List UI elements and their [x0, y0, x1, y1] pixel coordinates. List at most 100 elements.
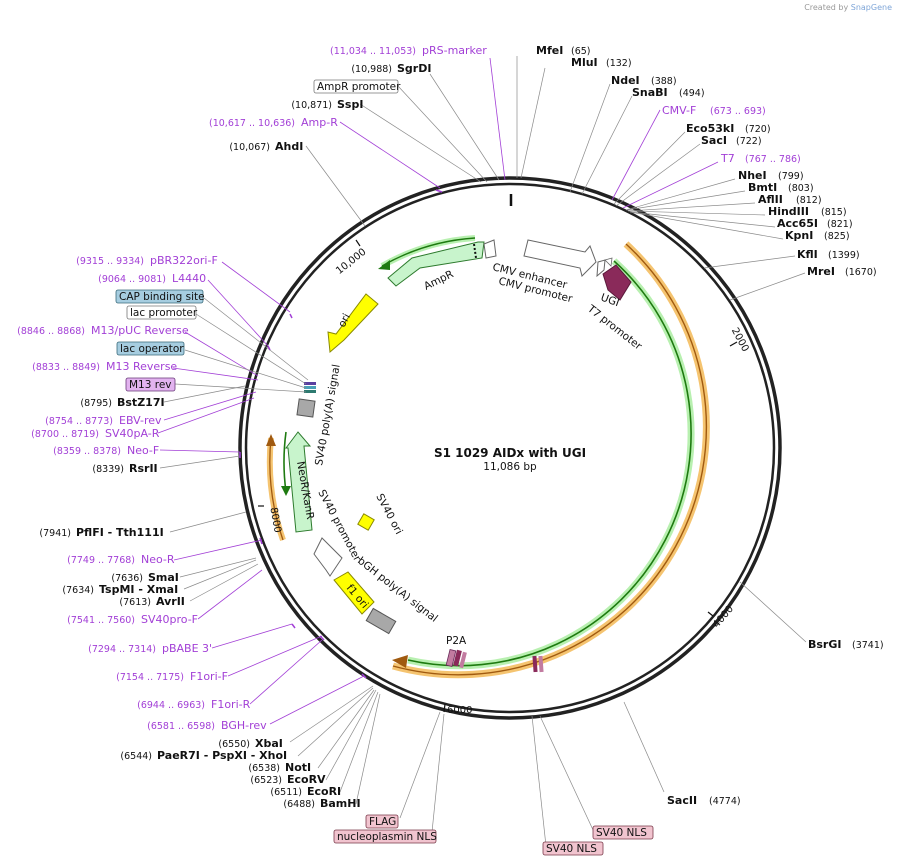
leader-noti [317, 689, 375, 769]
orf-arc-orange-core [392, 243, 708, 676]
primer-tick-pbr322 [289, 313, 293, 319]
box-ampr-promoter: AmpR promoter [313, 79, 401, 94]
primer-pos: (6581 .. 6598) [147, 721, 215, 732]
feature-sv40-ori [357, 513, 375, 531]
site-name: KpnI [785, 229, 813, 242]
primer-pos: (8846 .. 8868) [17, 326, 85, 337]
primer-tick-bgh [361, 673, 367, 679]
box-bg [125, 377, 176, 392]
site-pos: (1670) [845, 267, 877, 278]
primer-pos: (767 .. 786) [745, 154, 801, 165]
site-kpni: KpnI (825) [785, 229, 850, 242]
site-mfei: MfeI (65) [536, 44, 591, 57]
site-name: EcoRI [307, 785, 341, 798]
primer-bgh-rev: (6581 .. 6598) BGH-rev [147, 719, 267, 732]
site-ecori: (6511) EcoRI [270, 785, 341, 798]
site-ahdi: (10,067) AhdI [229, 140, 303, 153]
backbone-outer [238, 176, 782, 720]
site-pos: (799) [778, 171, 804, 182]
leader-rsrii [159, 455, 241, 469]
primer-pos: (10,617 .. 10,636) [209, 118, 295, 129]
leader-mlui [520, 67, 546, 179]
box-nucleoplasmin-nls: nucleoplasmin NLS [333, 829, 437, 844]
site-eco53ki: Eco53kI (720) [686, 122, 771, 135]
leader-amp-r [339, 121, 441, 189]
orf-arrow-head [392, 655, 408, 668]
box-sv40-nls-left: SV40 NLS [542, 841, 604, 856]
leader-ndei [569, 83, 611, 193]
primer-pbr322ori-f: (9315 .. 9334) pBR322ori-F [76, 254, 218, 267]
site-pos: (6550) [218, 739, 250, 750]
site-name: Acc65I [777, 217, 818, 230]
primer-name: BGH-rev [221, 719, 267, 732]
plasmid-name: S1 1029 AIDx with UGI [434, 446, 586, 460]
leader-sgrdi [429, 73, 500, 181]
feature-cap-block [304, 390, 316, 393]
site-pos: (6488) [283, 799, 315, 810]
site-mrei: MreI (1670) [807, 265, 877, 278]
feature-sv40-nls-a [532, 655, 538, 673]
leader-avrii [189, 563, 259, 602]
feature-sv40-promoter [313, 537, 343, 577]
leader-sspi [359, 103, 482, 183]
feature-ampr-promoter [483, 239, 497, 259]
leader-xbai [289, 685, 374, 743]
site-name: SnaBI [632, 86, 668, 99]
leader-saci [615, 143, 701, 207]
site-pos: (10,067) [229, 142, 270, 153]
site-pos: (3741) [852, 640, 884, 651]
site-pos: (10,988) [351, 64, 392, 75]
primer-pos: (8359 .. 8378) [53, 446, 121, 457]
primer-sv40pa-r: (8700 .. 8719) SV40pA-R [31, 427, 160, 440]
site-name: SspI [337, 98, 363, 111]
leader-cmv-f [611, 109, 661, 201]
box-label: AmpR promoter [317, 81, 401, 93]
feature-label-sv40-polya: SV40 poly(A) signal [313, 363, 343, 466]
box-label: M13 rev [129, 379, 172, 391]
leader-m13puc [184, 331, 259, 377]
feature-lac-promoter-block [304, 386, 316, 389]
primer-name: EBV-rev [119, 414, 162, 427]
feature-cmv-enhancer [523, 239, 597, 277]
leader-bmti [626, 190, 746, 211]
site-pos: (1399) [828, 250, 860, 261]
primer-neo-f: (8359 .. 8378) Neo-F [53, 444, 159, 457]
leader-acc65i [629, 211, 776, 228]
site-pos: (7634) [62, 585, 94, 596]
site-pos: (4774) [709, 796, 741, 807]
ring-tick-6000: 6000 [447, 705, 472, 716]
primer-name: F1ori-R [211, 698, 251, 711]
primer-pos: (8833 .. 8849) [32, 362, 100, 373]
left-arc-green-arrow [281, 486, 291, 496]
feature-ampr [387, 241, 485, 287]
primer-amp-r: (10,617 .. 10,636) Amp-R [209, 116, 338, 129]
site-pos: (388) [651, 76, 677, 87]
feature-label-ori: ori [336, 312, 353, 330]
primer-pos: (7154 .. 7175) [116, 672, 184, 683]
box-sv40-nls-right: SV40 NLS [592, 825, 654, 840]
site-nhei: NheI (799) [738, 169, 804, 182]
snapgene-credit: Created by SnapGene [804, 3, 892, 12]
feature-ori [327, 293, 379, 354]
site-pos: (720) [745, 124, 771, 135]
primer-name: Neo-F [127, 444, 159, 457]
feature-lac-operator-block [304, 382, 316, 385]
primer-name: M13/pUC Reverse [91, 324, 189, 337]
leader-ecorv [325, 689, 377, 781]
primer-name: M13 Reverse [106, 360, 177, 373]
feature-label-sv40-ori: SV40 ori [373, 492, 404, 537]
leader-bgh-rev [269, 675, 365, 725]
ring-tick-10000: 10,000 [334, 247, 368, 277]
primer-pos: (7541 .. 7560) [67, 615, 135, 626]
feature-label-t7-promoter: T7 promoter [584, 302, 644, 353]
site-name: XbaI [255, 737, 283, 750]
leader-neo-f [159, 449, 241, 453]
feature-nls-block [459, 651, 467, 669]
site-bamhi: (6488) BamHI [283, 797, 360, 810]
site-pos: (815) [821, 207, 847, 218]
site-noti: (6538) NotI [248, 761, 311, 774]
site-ecorv: (6523) EcoRV [250, 773, 326, 786]
leader-cap [203, 297, 309, 381]
site-name: EcoRV [287, 773, 326, 786]
